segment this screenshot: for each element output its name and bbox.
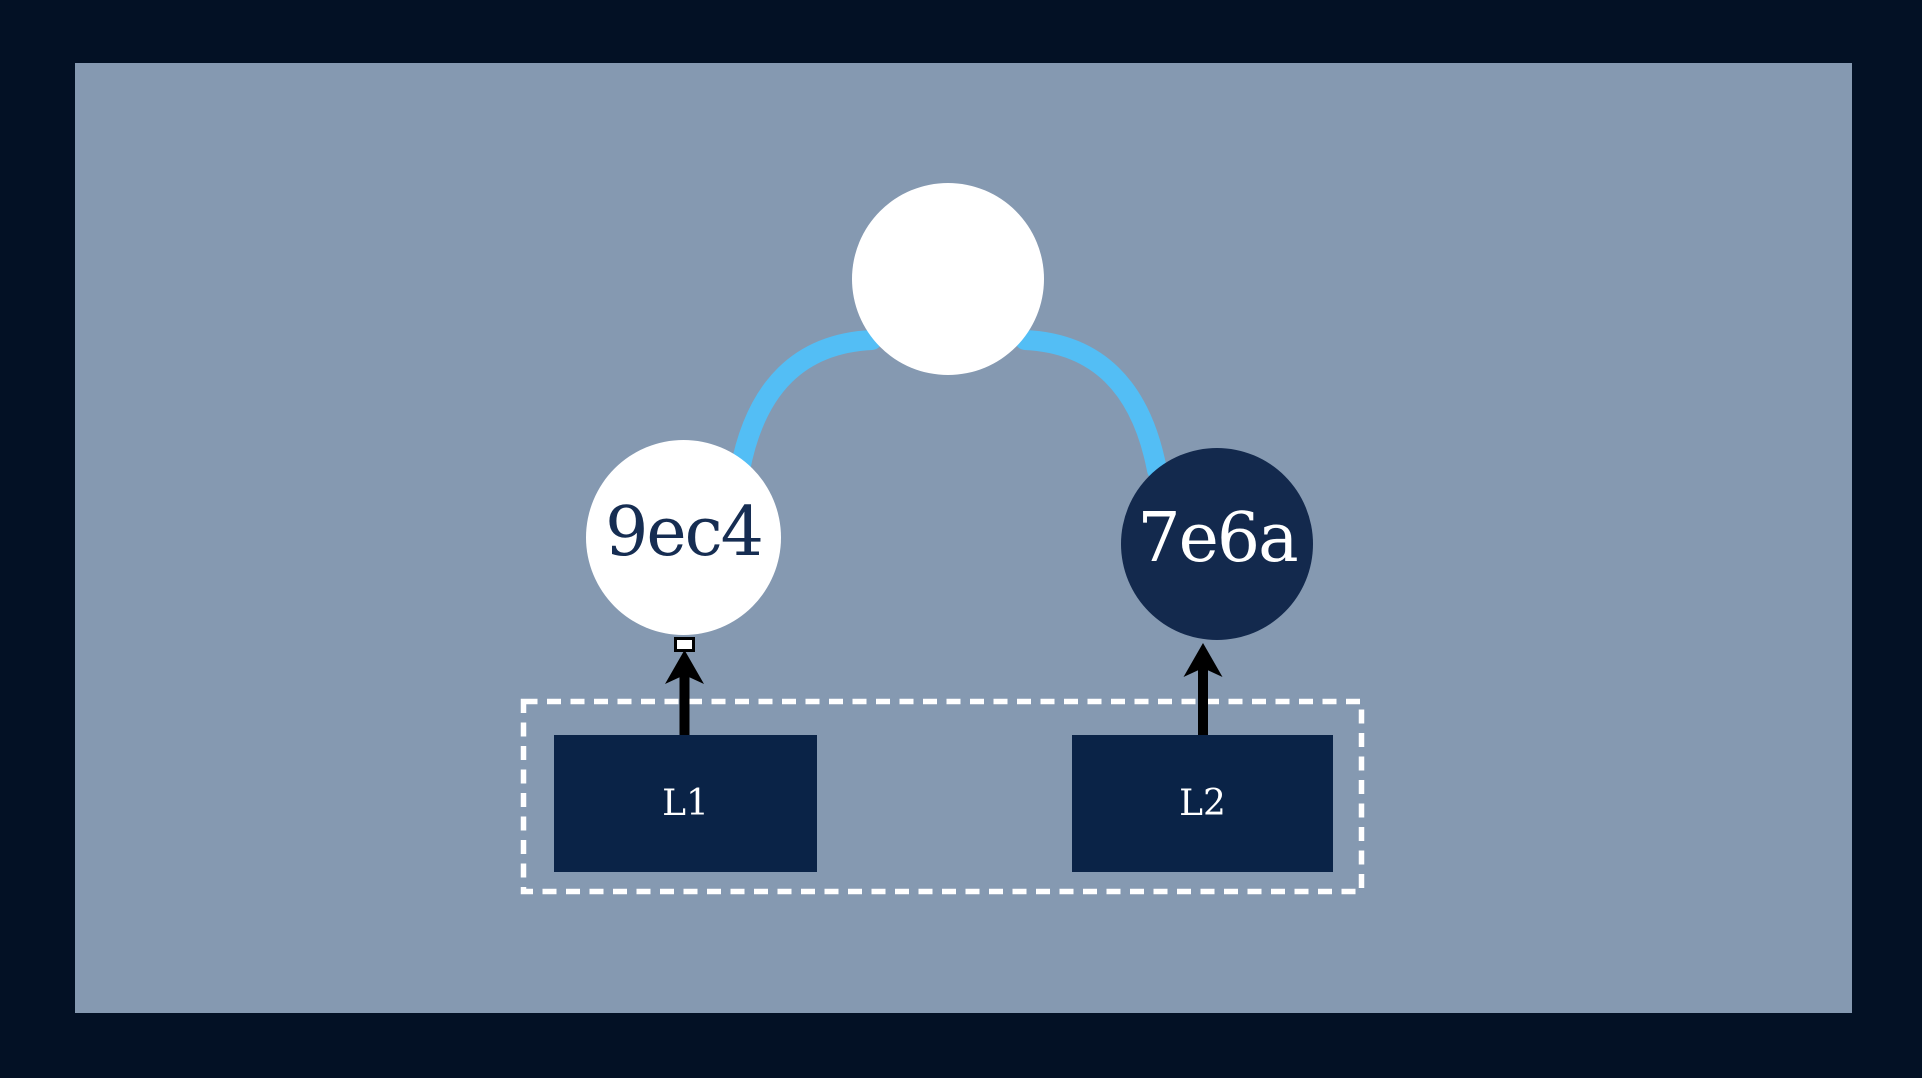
missing-glyph-box	[674, 637, 695, 652]
leaf-l1: L1	[554, 735, 817, 872]
leaf-l2: L2	[1072, 735, 1333, 872]
node-left: 9ec4	[586, 440, 781, 635]
leaf-l2-label: L2	[1179, 782, 1226, 824]
node-root	[852, 183, 1044, 375]
node-right: 7e6a	[1121, 448, 1313, 640]
node-right-label: 7e6a	[1137, 499, 1298, 578]
leaf-l1-label: L1	[662, 782, 709, 824]
node-left-label: 9ec4	[605, 492, 764, 572]
